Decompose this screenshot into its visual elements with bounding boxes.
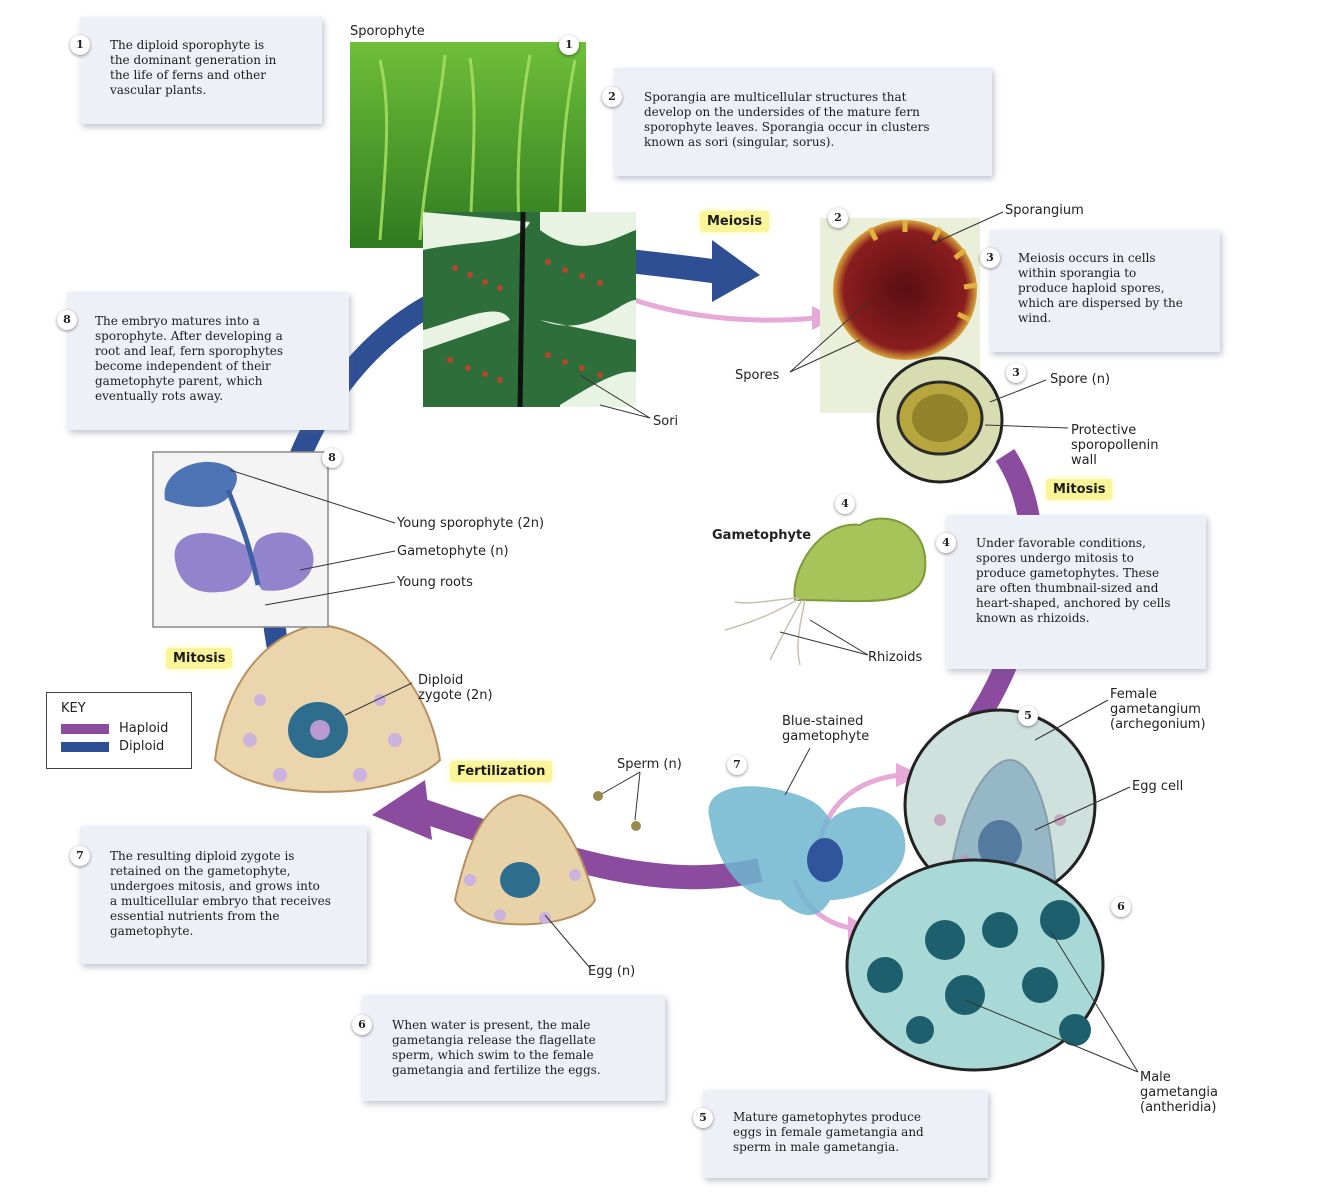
step-8-text: The embryo matures into a sporophyte. Af… (95, 314, 284, 403)
leaf-with-sori-photo (423, 211, 636, 408)
step-2-text: Sporangia are multicellular structures t… (644, 90, 930, 149)
label-young-roots: Young roots (397, 575, 473, 590)
step-5-number: 5 (693, 1108, 713, 1128)
label-egg-cell: Egg cell (1132, 779, 1184, 794)
label-diploid-zygote: Diploid zygote (2n) (418, 673, 493, 703)
label-blue-stained-gametophyte: Blue-stained gametophyte (782, 714, 870, 744)
step-7-number: 7 (70, 846, 90, 866)
label-young-sporophyte: Young sporophyte (2n) (397, 516, 545, 531)
legend-haploid-label: Haploid (119, 721, 169, 736)
photo-marker-1: 1 (559, 35, 579, 55)
gametophyte-title: Gametophyte (712, 528, 812, 543)
step-1-number: 1 (70, 35, 90, 55)
step-4-callout: 4 Under favorable conditions, spores und… (936, 515, 1206, 669)
label-sori: Sori (653, 414, 679, 429)
label-male-gametangia: Male gametangia (antheridia) (1140, 1070, 1219, 1115)
photo-marker-5: 5 (1018, 706, 1038, 726)
step-3-text: Meiosis occurs in cells within sporangia… (1018, 251, 1183, 325)
legend-title: KEY (61, 701, 86, 716)
step-7-text: The resulting diploid zygote is retained… (110, 849, 331, 938)
step-4-number: 4 (936, 533, 956, 553)
photo-marker-8: 8 (322, 448, 342, 468)
photo-marker-4: 4 (835, 494, 855, 514)
step-2-number: 2 (602, 87, 622, 107)
photo-marker-7: 7 (727, 755, 747, 775)
archegonium-drawing-fertilization (453, 793, 597, 926)
step-4-text: Under favorable conditions, spores under… (976, 536, 1171, 625)
step-8-callout: 8 The embryo matures into a sporophyte. … (57, 292, 349, 430)
step-7-callout: 7 The resulting diploid zygote is retain… (70, 826, 367, 964)
label-gametophyte: Gametophyte (n) (397, 544, 509, 559)
meiosis-label: Meiosis (700, 211, 770, 232)
fertilization-label: Fertilization (450, 761, 553, 782)
step-8-number: 8 (57, 310, 77, 330)
step-5-text: Mature gametophytes produce eggs in fema… (733, 1110, 924, 1154)
label-spores: Spores (735, 368, 780, 383)
legend-haploid-swatch (61, 724, 109, 734)
label-egg: Egg (n) (588, 964, 636, 979)
label-sperm: Sperm (n) (617, 757, 682, 772)
legend-key: KEY Haploid Diploid (46, 692, 192, 769)
sporophyte-title: Sporophyte (350, 24, 425, 39)
step-2-callout: 2 Sporangia are multicellular structures… (602, 68, 992, 176)
blue-stained-gametophyte (708, 786, 906, 915)
step-1-text: The diploid sporophyte is the dominant g… (110, 38, 277, 97)
male-gametangia-photo (845, 858, 1105, 1072)
step-3-callout: 3 Meiosis occurs in cells within sporang… (980, 230, 1220, 352)
young-sporophyte-photo (152, 451, 329, 628)
step-3-number: 3 (980, 248, 1000, 268)
step-1-callout: 1 The diploid sporophyte is the dominant… (70, 17, 322, 124)
mitosis-label-left: Mitosis (166, 648, 233, 669)
step-6-callout: 6 When water is present, the male gameta… (352, 995, 665, 1101)
gametophyte-heart (724, 517, 927, 666)
step-6-number: 6 (352, 1015, 372, 1035)
fertilization-arrowhead (372, 780, 432, 840)
label-sporangium: Sporangium (1005, 203, 1084, 218)
label-rhizoids: Rhizoids (868, 650, 923, 665)
legend-diploid-swatch (61, 742, 109, 752)
zygote-drawing (213, 623, 442, 793)
step-6-text: When water is present, the male gametang… (392, 1018, 601, 1077)
spore-photo (876, 356, 1004, 484)
photo-marker-2: 2 (828, 208, 848, 228)
photo-marker-6: 6 (1111, 897, 1131, 917)
meiosis-arrowhead (712, 240, 760, 302)
step-5-callout: 5 Mature gametophytes produce eggs in fe… (693, 1090, 988, 1178)
legend-diploid-label: Diploid (119, 739, 165, 754)
label-protective-wall: Protective sporopollenin wall (1071, 423, 1159, 468)
haploid-arc-bottom (416, 798, 763, 890)
sperm-glyphs (593, 791, 641, 831)
label-female-gametangium: Female gametangium (archegonium) (1110, 687, 1206, 732)
label-spore: Spore (n) (1050, 372, 1111, 387)
photo-marker-3: 3 (1006, 363, 1026, 383)
mitosis-label-right: Mitosis (1046, 479, 1113, 500)
